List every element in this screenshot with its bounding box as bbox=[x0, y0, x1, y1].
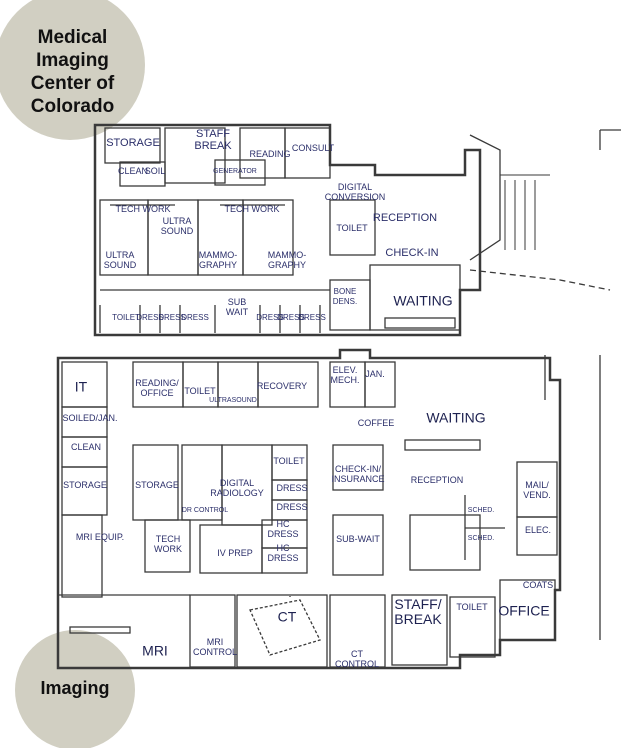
room-dress: DRESS bbox=[256, 313, 284, 322]
room-staff-break: STAFF BREAK bbox=[194, 128, 232, 152]
room-recovery: RECOVERY bbox=[256, 381, 308, 391]
room-generator: GENERATOR bbox=[213, 168, 257, 175]
imaging-title: Imaging bbox=[40, 678, 110, 698]
room-waiting-upper: WAITING bbox=[393, 292, 453, 309]
room-toilet: TOILET bbox=[336, 223, 368, 233]
room-storage-2: STORAGE bbox=[135, 480, 179, 490]
room-sub-wait: SUB-WAIT bbox=[336, 534, 380, 544]
room-waiting-lower: WAITING bbox=[426, 409, 486, 426]
room-dress: DRESS bbox=[276, 483, 308, 493]
top-title-badge bbox=[0, 0, 145, 140]
room-digital-radiology: DIGITAL RADIOLOGY bbox=[210, 478, 264, 498]
room-ultra-sound-1: ULTRA SOUND bbox=[160, 216, 194, 236]
room-sub-wait: SUB WAIT bbox=[225, 297, 249, 317]
room-jan: JAN. bbox=[365, 369, 385, 379]
room-ct: CT bbox=[277, 608, 297, 625]
room-mail-vend: MAIL/ VEND. bbox=[523, 480, 551, 500]
room-dress: DRESS bbox=[277, 313, 305, 322]
room-digital-conversion: DIGITAL CONVERSION bbox=[324, 182, 386, 202]
room-dress: DRESS bbox=[136, 313, 164, 322]
room-bone-dens: BONE DENS. bbox=[332, 287, 358, 306]
room-elev-mech: ELEV. MECH. bbox=[330, 365, 360, 385]
room-staff-break: STAFF/ BREAK bbox=[394, 596, 442, 627]
bottom-title-badge bbox=[15, 630, 135, 748]
room-clean: CLEAN bbox=[70, 442, 102, 452]
room-coats: COATS bbox=[522, 580, 554, 590]
room-mammography-2: MAMMO- GRAPHY bbox=[267, 250, 307, 270]
room-mri: MRI bbox=[142, 642, 168, 659]
room-storage: STORAGE bbox=[106, 137, 160, 149]
room-reception: RECEPTION bbox=[410, 475, 464, 485]
room-consult: CONSULT bbox=[291, 143, 335, 153]
room-toilet-2: TOILET bbox=[112, 313, 140, 322]
room-dress: DRESS bbox=[276, 502, 308, 512]
room-tech-work-2: TECH WORK bbox=[224, 204, 280, 214]
room-reception: RECEPTION bbox=[372, 212, 438, 224]
center-name-title: Medical Imaging Center of Colorado bbox=[30, 27, 115, 117]
room-sched-1: SCHED. bbox=[467, 507, 495, 514]
room-hc-dress-2: HC DRESS bbox=[267, 543, 299, 563]
room-mammography-1: MAMMO- GRAPHY bbox=[198, 250, 238, 270]
room-elec: ELEC. bbox=[524, 525, 552, 535]
room-check-in: CHECK-IN bbox=[385, 247, 439, 259]
room-reading-office: READING/ OFFICE bbox=[135, 378, 179, 398]
room-ultrasound: ULTRASOUND bbox=[209, 397, 257, 404]
room-reading: READING bbox=[249, 149, 291, 159]
room-iv-prep: IV PREP bbox=[217, 548, 253, 558]
room-dress: DRESS bbox=[158, 313, 186, 322]
upper-floor-walls bbox=[93, 123, 621, 337]
room-it: IT bbox=[74, 378, 88, 395]
room-hc-dress-1: HC DRESS bbox=[267, 519, 299, 539]
room-clean: CLEAN bbox=[117, 166, 149, 176]
room-storage-1: STORAGE bbox=[63, 480, 107, 490]
room-ultra-sound-2: ULTRA SOUND bbox=[103, 250, 137, 270]
room-soil: SOIL bbox=[144, 166, 166, 176]
room-office: OFFICE bbox=[498, 602, 550, 619]
room-dress: DRESS bbox=[181, 313, 209, 322]
room-mri-equip: MRI EQUIP. bbox=[75, 532, 125, 542]
room-tech-work: TECH WORK bbox=[154, 534, 182, 554]
room-sched-2: SCHED. bbox=[467, 535, 495, 542]
room-check-in-insurance: CHECK-IN/ INSURANCE bbox=[331, 464, 385, 484]
room-dr-control: DR CONTROL bbox=[181, 507, 229, 514]
room-coffee: COFFEE bbox=[357, 418, 395, 428]
room-ct-control: CT CONTROL bbox=[334, 649, 380, 669]
room-mri-control: MRI CONTROL bbox=[192, 637, 238, 657]
room-toilet: TOILET bbox=[456, 602, 488, 612]
room-soiled-jan: SOILED/JAN. bbox=[62, 413, 118, 423]
room-toilet: TOILET bbox=[184, 386, 216, 396]
room-tech-work-1: TECH WORK bbox=[115, 204, 171, 214]
room-toilet: TOILET bbox=[273, 456, 305, 466]
lower-floor-walls bbox=[56, 348, 601, 670]
room-dress: DRESS bbox=[298, 313, 326, 322]
